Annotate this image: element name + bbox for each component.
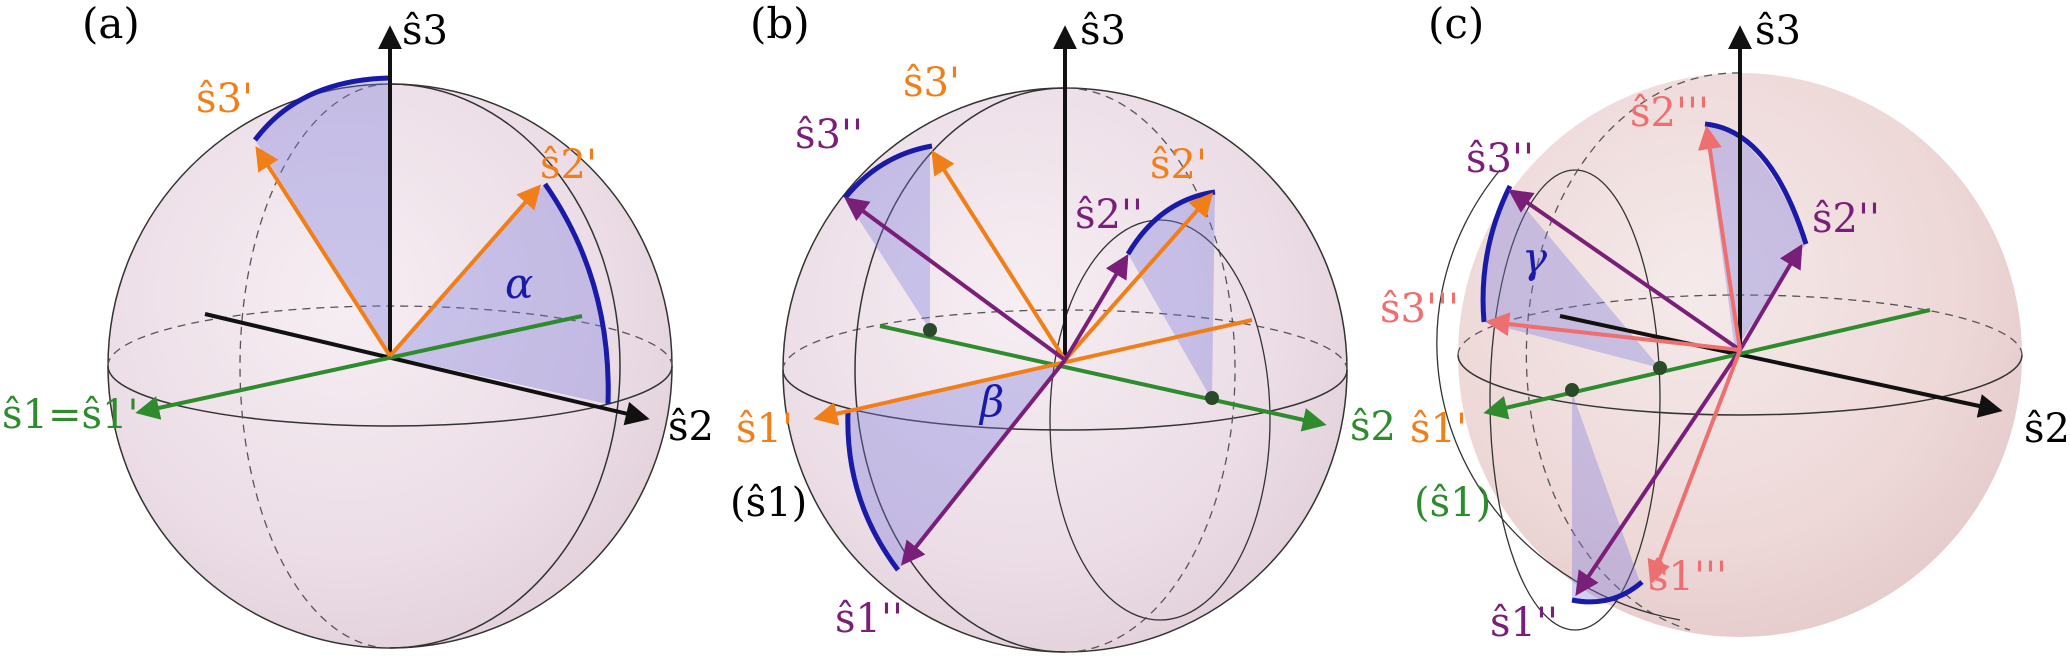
- label-s2-b: ŝ2: [1350, 404, 1396, 450]
- meridian-b1: [854, 87, 1066, 653]
- vector-s2p-a: [388, 184, 542, 358]
- axis-s2-a: [204, 312, 650, 426]
- angle-label-c: γ: [1522, 233, 1548, 282]
- vector-s1pp-b: [901, 358, 1067, 566]
- label-s2-a: ŝ2: [668, 404, 714, 450]
- vector-s3p-a: [255, 145, 392, 358]
- label-s3pp-c: ŝ3'': [1466, 136, 1534, 182]
- label-s2-c: ŝ2: [2024, 406, 2070, 452]
- panel-label-c: (c): [1428, 0, 1484, 48]
- panel-c: (c) ŝ3 ŝ2 ŝ1' (ŝ1) ŝ3'' ŝ2'' ŝ1'' ŝ3''' …: [1380, 0, 2070, 646]
- panel-a: (a) ŝ3 ŝ2 ŝ1=ŝ1' ŝ3' ŝ2' α: [2, 0, 714, 649]
- axis-s1p-b: [813, 318, 1253, 426]
- panel-b: (b) ŝ3 ŝ2 ŝ1' (ŝ1) ŝ3' ŝ2' ŝ3'' ŝ2'' ŝ1'…: [730, 0, 1396, 653]
- arc-c1: [1480, 184, 1513, 323]
- label-s1p-c: ŝ1': [1410, 406, 1467, 452]
- arc-a1: [253, 75, 391, 142]
- label-s2p-b: ŝ2': [1150, 142, 1207, 188]
- arc-a2: [542, 182, 611, 405]
- angle-label-a: α: [505, 259, 533, 308]
- axis-s2-c: [1559, 314, 2003, 418]
- label-s2pp-b: ŝ2'': [1075, 192, 1143, 238]
- point-c1: [1653, 361, 1667, 375]
- equator-front-b: [782, 369, 1348, 431]
- wedge-c3: [1572, 392, 1640, 601]
- small-circle-b: [1049, 219, 1271, 621]
- point-b2: [1205, 391, 1219, 405]
- label-s1pp-b: ŝ1'': [835, 596, 903, 642]
- panel-label-a: (a): [82, 0, 140, 48]
- vector-s1pp-c: [1575, 348, 1742, 596]
- label-s1ppp-c: ŝ1''': [1648, 554, 1727, 600]
- vector-s2p-b: [1063, 192, 1214, 362]
- equator-front-a: [107, 365, 673, 427]
- label-s1pp-c: ŝ1'': [1490, 600, 1558, 646]
- axis-s1-a: [135, 314, 583, 420]
- meridian-c1: [1525, 72, 1741, 631]
- label-s1-a: ŝ1=ŝ1': [2, 392, 138, 438]
- vector-s3pp-b: [844, 197, 1067, 362]
- arc-b1: [843, 143, 933, 200]
- vector-s2pp-b: [1063, 253, 1129, 362]
- vector-s3pp-c: [1508, 189, 1742, 352]
- label-s3p-a: ŝ3': [196, 76, 253, 122]
- label-s2ppp-c: ŝ2''': [1630, 90, 1709, 136]
- label-s3ppp-c: ŝ3''': [1380, 286, 1459, 332]
- wedge-c1: [1483, 190, 1660, 368]
- label-s1paren-c: (ŝ1): [1414, 480, 1491, 526]
- label-s2p-a: ŝ2': [540, 142, 597, 188]
- vector-s3ppp-c: [1485, 312, 1741, 352]
- vector-s3p-b: [931, 149, 1067, 362]
- label-s3-b: ŝ3: [1080, 8, 1126, 54]
- label-s1paren-b: (ŝ1): [730, 480, 807, 526]
- panel-label-b: (b): [750, 0, 810, 48]
- meridian-a2: [389, 83, 621, 649]
- label-s3pp-b: ŝ3'': [795, 112, 863, 158]
- point-c2: [1565, 383, 1579, 397]
- wedge-b1: [845, 148, 930, 330]
- arc-b2: [845, 411, 900, 572]
- point-b1: [923, 323, 937, 337]
- vector-s1ppp-c: [1647, 349, 1742, 585]
- label-s3-a: ŝ3: [402, 8, 448, 54]
- wedge-a2: [390, 184, 609, 404]
- equator-front-c: [1457, 354, 2023, 416]
- label-s3-c: ŝ3: [1755, 8, 1801, 54]
- vector-s2pp-c: [1738, 243, 1803, 352]
- axis-s2-b: [879, 324, 1327, 432]
- wedge-b2: [847, 360, 1068, 570]
- wedge-b3: [1128, 192, 1215, 400]
- label-s1p-b: ŝ1': [736, 406, 793, 452]
- label-s2pp-c: ŝ2'': [1812, 196, 1880, 242]
- angle-label-b: β: [978, 377, 1004, 426]
- label-s3p-b: ŝ3': [903, 60, 960, 106]
- axis-s1-c: [1483, 308, 1931, 420]
- vector-s2ppp-c: [1697, 125, 1742, 351]
- wedge-a1: [255, 78, 390, 356]
- arc-c3: [1571, 580, 1644, 605]
